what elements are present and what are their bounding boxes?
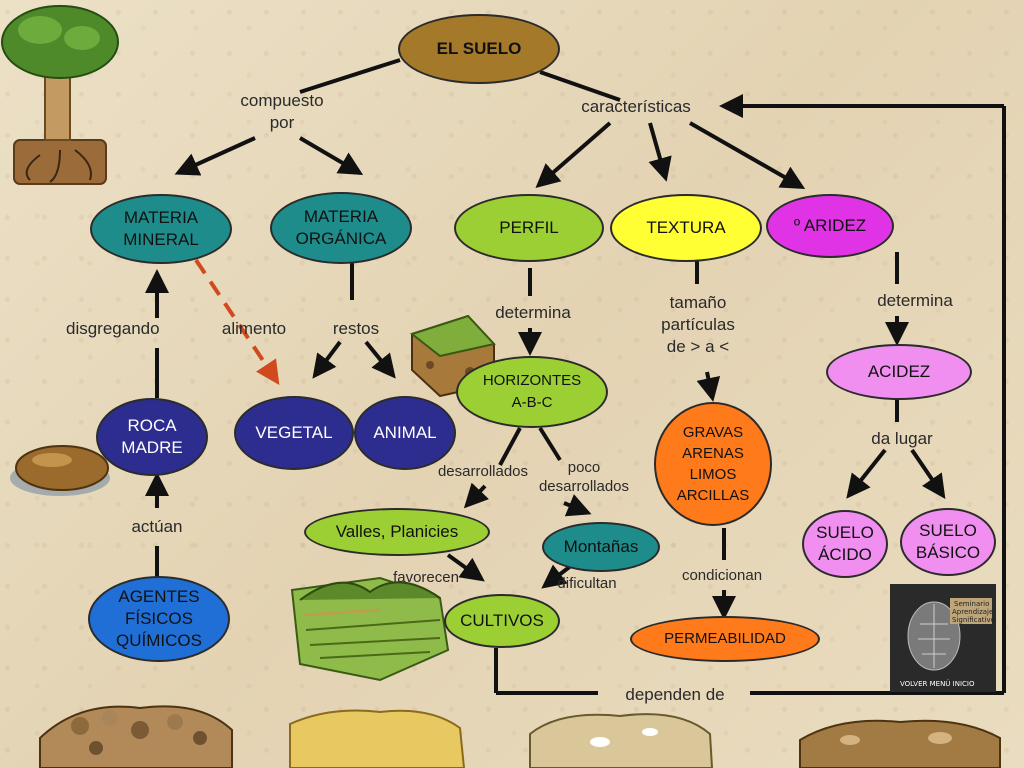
label-tamano: tamaño partículas de > a <	[661, 293, 735, 356]
label-alimento: alimento	[221, 319, 287, 338]
node-animal: ANIMAL	[354, 396, 456, 470]
label-favorecen: favorecen	[393, 569, 459, 586]
node-montanas-label: Montañas	[563, 537, 639, 556]
node-agentes: AGENTES FÍSICOS QUÍMICOS	[88, 576, 230, 662]
node-animal-label: ANIMAL	[373, 423, 437, 442]
node-aridez-label: º ARIDEZ	[793, 216, 867, 235]
node-valles-label: Valles, Planicies	[335, 522, 459, 541]
node-materia-mineral-label: MATERIA MINERAL	[123, 208, 199, 249]
node-aridez: º ARIDEZ	[766, 194, 894, 258]
label-da-lugar: da lugar	[871, 429, 933, 448]
tree-icon	[1, 5, 119, 185]
node-montanas: Montañas	[542, 522, 660, 572]
label-desarrollados: desarrollados	[437, 463, 529, 480]
label-dificultan: dificultan	[557, 575, 617, 592]
node-cultivos: CULTIVOS	[444, 594, 560, 648]
soil-samples-icon	[39, 705, 1001, 768]
badge-line1: Seminario	[954, 600, 989, 608]
node-perfil-label: PERFIL	[499, 218, 559, 237]
label-restos: restos	[332, 319, 380, 338]
node-acidez: ACIDEZ	[826, 344, 972, 400]
label-dependen-de: dependen de	[625, 685, 725, 704]
node-gravas-label: GRAVAS ARENAS LIMOS ARCILLAS	[676, 424, 750, 504]
node-materia-organica: MATERIA ORGÁNICA	[270, 192, 412, 264]
node-textura-label: TEXTURA	[646, 218, 726, 237]
label-compuesto-por: compuesto por	[240, 91, 324, 132]
volver-menu-inicio-link[interactable]: Seminario Aprendizaje Significativo VOLV…	[890, 584, 996, 692]
node-vegetal-label: VEGETAL	[255, 423, 333, 442]
label-disgregando: disgregando	[66, 319, 160, 338]
node-el-suelo: EL SUELO	[398, 14, 560, 84]
node-cultivos-label: CULTIVOS	[460, 611, 544, 630]
node-el-suelo-label: EL SUELO	[436, 39, 522, 58]
node-perfil: PERFIL	[454, 194, 604, 262]
badge-line2: Aprendizaje	[952, 608, 993, 616]
farmland-icon	[290, 576, 450, 682]
node-gravas: GRAVAS ARENAS LIMOS ARCILLAS	[654, 402, 772, 526]
label-actuan: actúan	[131, 517, 183, 536]
label-caracteristicas: características	[581, 97, 691, 116]
badge-line3: Significativo	[952, 616, 995, 624]
node-suelo-basico: SUELO BÁSICO	[900, 508, 996, 576]
node-suelo-acido-label: SUELO ÁCIDO	[816, 523, 874, 564]
node-agentes-label: AGENTES FÍSICOS QUÍMICOS	[116, 587, 202, 650]
label-determina-perfil: determina	[495, 303, 571, 322]
label-poco-desarrollados: poco desarrollados	[538, 459, 630, 495]
node-valles: Valles, Planicies	[304, 508, 490, 556]
node-suelo-basico-label: SUELO BÁSICO	[915, 521, 981, 562]
label-determina-aridez: determina	[877, 291, 953, 310]
node-materia-mineral: MATERIA MINERAL	[90, 194, 232, 264]
node-roca-madre: ROCA MADRE	[96, 398, 208, 476]
node-materia-organica-label: MATERIA ORGÁNICA	[295, 207, 387, 248]
node-acidez-label: ACIDEZ	[867, 362, 931, 381]
node-horizontes-label: HORIZONTES A-B-C	[482, 372, 582, 411]
node-suelo-acido: SUELO ÁCIDO	[802, 510, 888, 578]
node-permeabilidad-label: PERMEABILIDAD	[664, 630, 786, 647]
node-roca-madre-label: ROCA MADRE	[121, 416, 183, 457]
badge-footer: VOLVER MENÚ INICIO	[900, 679, 975, 688]
rock-icon	[10, 445, 110, 496]
node-vegetal: VEGETAL	[234, 396, 354, 470]
node-textura: TEXTURA	[610, 194, 762, 262]
node-horizontes: HORIZONTES A-B-C	[456, 356, 608, 428]
node-permeabilidad: PERMEABILIDAD	[630, 616, 820, 662]
label-condicionan: condicionan	[681, 567, 763, 584]
head-diagram-icon: Seminario Aprendizaje Significativo VOLV…	[890, 584, 996, 692]
